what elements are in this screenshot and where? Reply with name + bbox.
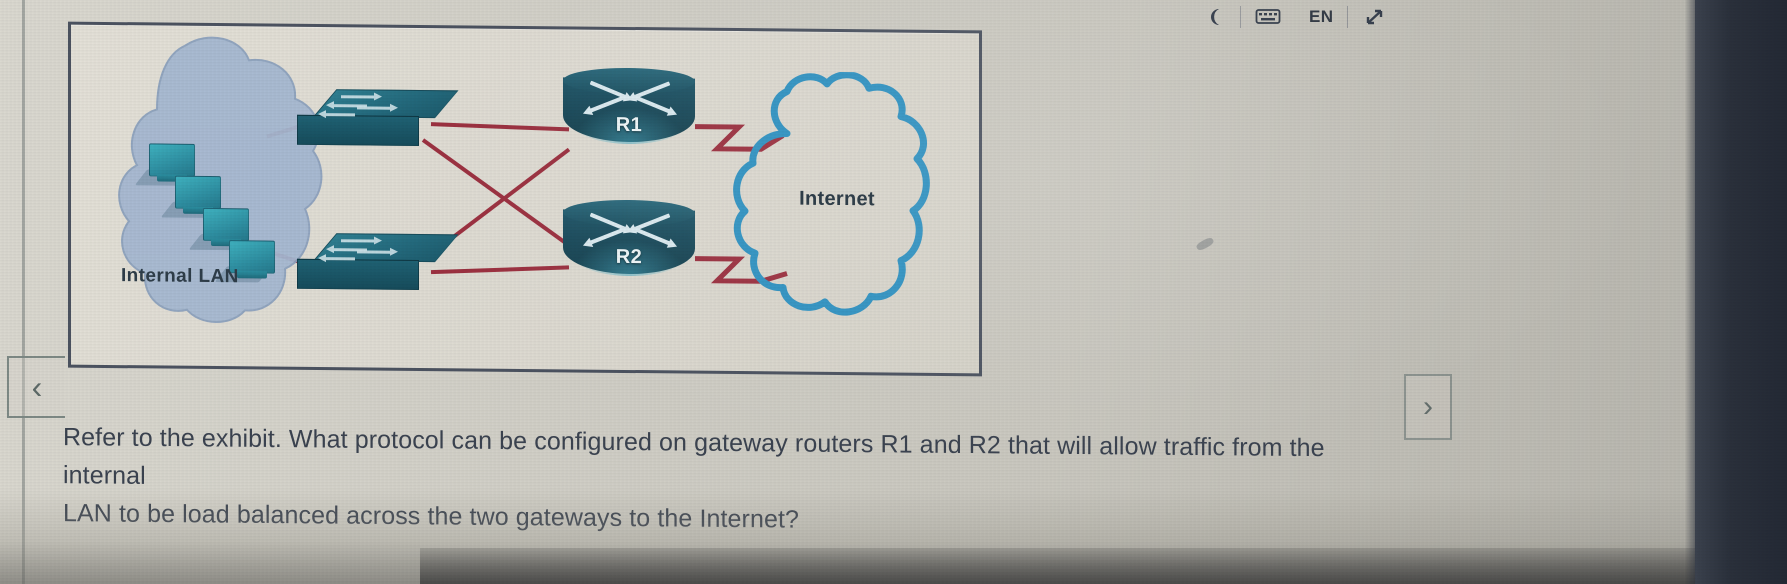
internal-lan-label: Internal LAN	[121, 265, 239, 288]
notification-icon[interactable]	[1190, 2, 1240, 32]
language-indicator-label: EN	[1309, 7, 1334, 26]
language-indicator[interactable]: EN	[1295, 2, 1347, 32]
expand-icon[interactable]	[1348, 2, 1402, 32]
taskbar-divider	[1347, 6, 1349, 28]
internet-label: Internet	[799, 187, 875, 211]
taskbar-divider	[1240, 6, 1241, 28]
system-taskbar: EN	[1190, 0, 1510, 34]
chevron-left-icon: ‹	[31, 369, 43, 405]
chevron-right-icon: ›	[1423, 390, 1433, 423]
window-left-edge	[22, 0, 25, 584]
switch-top	[297, 89, 459, 146]
keyboard-icon[interactable]	[1241, 2, 1295, 32]
router-r1-label: R1	[615, 113, 643, 137]
router-r2-label: R2	[615, 245, 643, 269]
network-topology-diagram: Internal LAN R1	[71, 25, 979, 374]
router-r1: R1	[563, 67, 695, 150]
previous-question-button[interactable]: ‹	[7, 356, 65, 418]
next-question-button[interactable]: ›	[1404, 374, 1452, 440]
screen-bezel-right	[1695, 0, 1787, 584]
screen-bezel-edge	[1685, 0, 1695, 584]
switch-bottom	[297, 233, 459, 290]
router-r2: R2	[563, 199, 695, 282]
internet-cloud	[733, 71, 930, 316]
exhibit-panel: Internal LAN R1	[68, 21, 982, 377]
screen-bottom-band	[420, 548, 1695, 584]
